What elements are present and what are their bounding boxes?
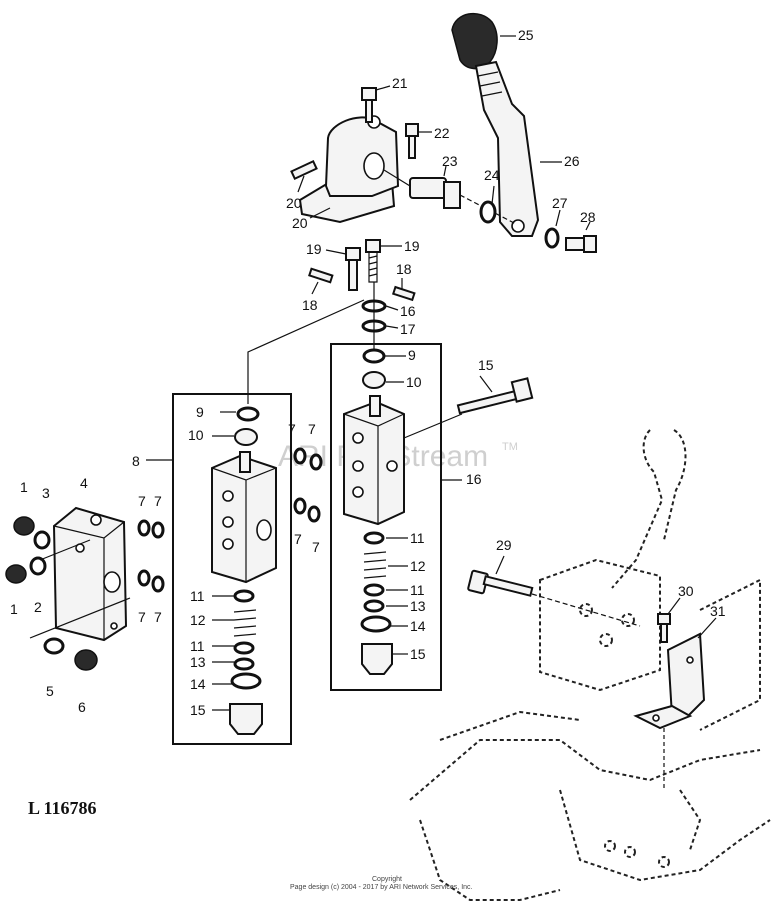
callout-24: 22 (434, 125, 450, 141)
callout-23: 21 (392, 75, 408, 91)
callout-21: 20 (292, 215, 308, 231)
callout-7e: 7 (138, 493, 146, 509)
callout-20b: 19 (404, 238, 420, 254)
callout-13-right: 13 (410, 598, 426, 614)
callout-33: 31 (710, 603, 726, 619)
callout-11b-right: 11 (410, 582, 425, 598)
callout-1a: 1 (20, 479, 28, 495)
valve-section-box-16 (330, 343, 442, 691)
callout-25: 23 (442, 153, 458, 169)
bracket-33 (633, 632, 706, 790)
shaft-assembly (383, 169, 517, 225)
callout-14-left: 14 (190, 676, 206, 692)
callout-7g: 7 (138, 609, 146, 625)
callout-15-left: 15 (190, 702, 206, 718)
callout-11b-left: 11 (190, 638, 205, 654)
callout-9-left: 9 (196, 404, 204, 420)
copyright-label: Copyright (372, 876, 402, 883)
callout-12-right: 12 (410, 558, 426, 574)
callout-9-right: 9 (408, 347, 416, 363)
callout-7d: 7 (312, 539, 320, 555)
callout-32: 30 (678, 583, 694, 599)
callout-11a-right: 11 (410, 530, 425, 546)
callout-11a-left: 11 (190, 588, 205, 604)
lever-bracket-housing (298, 115, 400, 224)
callout-18a: 16 (400, 303, 416, 319)
callout-7a: 7 (288, 421, 296, 437)
callout-7c: 7 (294, 531, 302, 547)
callout-13-left: 13 (190, 654, 206, 670)
callout-3: 3 (42, 485, 50, 501)
callout-27: 25 (518, 27, 534, 43)
callout-5: 5 (46, 683, 54, 699)
callout-14-right: 14 (410, 618, 426, 634)
left-plugs-seals (5, 516, 98, 671)
watermark-tm: TM (502, 441, 518, 453)
valve-section-16-parts (343, 348, 405, 675)
callout-19b: 18 (396, 261, 412, 277)
control-lever (474, 60, 540, 237)
assembly-leader (247, 299, 365, 404)
callout-labels: 25 21 22 23 26 24 20 20 27 28 19 19 18 1… (10, 27, 726, 718)
copyright-text: Page design (c) 2004 - 2017 by ARI Netwo… (290, 884, 473, 891)
tie-bolt-17 (403, 377, 534, 439)
bolts-pins-washers (308, 239, 416, 350)
figure-reference: L 116786 (28, 798, 97, 818)
callout-16: 16 (466, 471, 482, 487)
callout-15-right: 15 (410, 646, 426, 662)
callout-22: 20 (286, 195, 302, 211)
callout-7h: 7 (154, 609, 162, 625)
callout-30: 28 (580, 209, 596, 225)
tractor-frame-dashed (409, 429, 771, 901)
callout-10-right: 10 (406, 374, 422, 390)
callout-20a: 19 (306, 241, 322, 257)
callout-29: 27 (552, 195, 568, 211)
callout-10-left: 10 (188, 427, 204, 443)
callout-28: 26 (564, 153, 580, 169)
callout-4: 4 (80, 475, 88, 491)
callout-1b: 1 (10, 601, 18, 617)
callout-7f: 7 (154, 493, 162, 509)
callout-6: 6 (78, 699, 86, 715)
callout-17: 15 (478, 357, 494, 373)
callout-7b: 7 (308, 421, 316, 437)
callout-26: 24 (484, 167, 500, 183)
valve-section-box-8 (172, 393, 292, 745)
callout-2: 2 (34, 599, 42, 615)
bolt-31 (467, 569, 641, 627)
callout-8: 8 (132, 453, 140, 469)
bolt-32 (657, 613, 671, 643)
callout-18b: 17 (400, 321, 416, 337)
callout-12-left: 12 (190, 612, 206, 628)
top-fasteners (290, 87, 597, 253)
callout-31: 29 (496, 537, 512, 553)
callout-19a: 18 (302, 297, 318, 313)
small-washers-7 (137, 447, 323, 593)
lever-knob (451, 12, 498, 70)
valve-block-left (29, 506, 131, 642)
valve-section-8-parts (211, 406, 277, 735)
